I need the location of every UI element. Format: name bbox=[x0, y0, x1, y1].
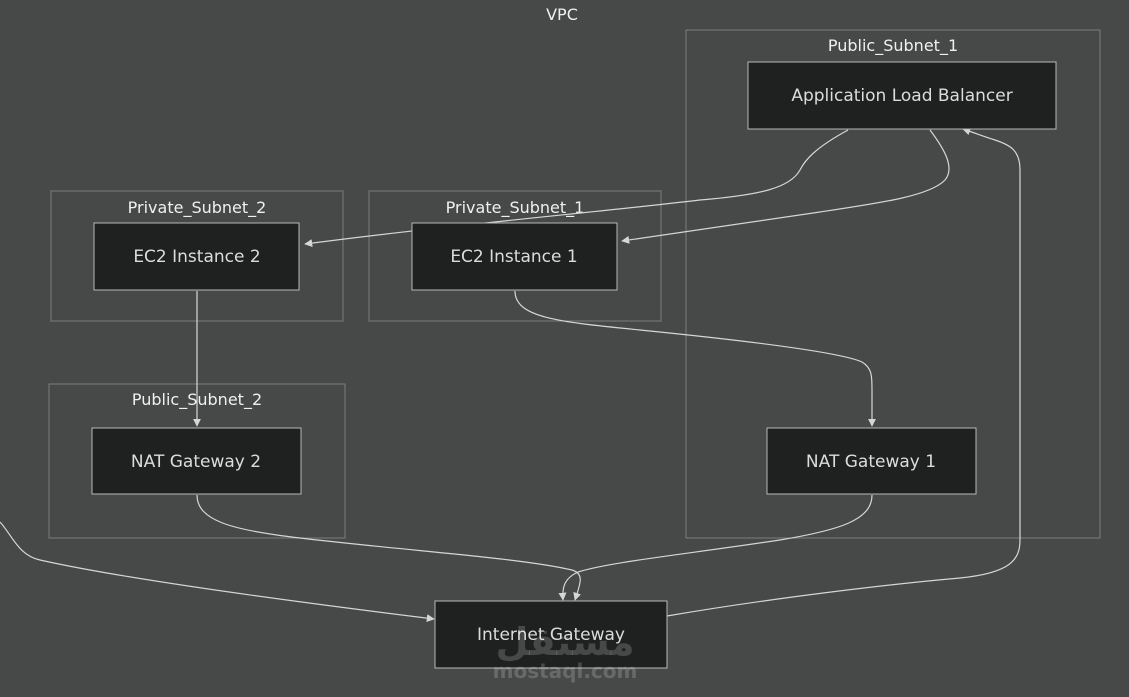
node-internet-gateway[interactable]: Internet Gateway bbox=[434, 600, 668, 669]
edge-ec2-1-to-nat-1 bbox=[514, 290, 876, 427]
cluster-public-subnet-1: Public_Subnet_1 bbox=[685, 29, 1101, 539]
node-label-ec2-2: EC2 Instance 2 bbox=[133, 247, 260, 267]
node-label-nat-1: NAT Gateway 1 bbox=[806, 452, 936, 472]
edge-nat-1-to-igw bbox=[558, 494, 873, 601]
edge-external-to-igw bbox=[0, 521, 435, 623]
watermark-arabic: مستقل bbox=[496, 620, 635, 664]
watermark-latin: mostaql.com bbox=[493, 659, 638, 683]
node-label-ec2-1: EC2 Instance 1 bbox=[450, 247, 577, 267]
node-nat-gateway-2[interactable]: NAT Gateway 2 bbox=[91, 427, 302, 495]
cluster-label-private-subnet-2: Private_Subnet_2 bbox=[128, 198, 267, 218]
cluster-label-private-subnet-1: Private_Subnet_1 bbox=[446, 198, 585, 218]
edge-nat-2-to-igw bbox=[196, 494, 581, 601]
cluster-private-subnet-1: Private_Subnet_1 bbox=[368, 190, 662, 322]
watermark: مستقل mostaql.com bbox=[493, 620, 638, 683]
node-application-load-balancer[interactable]: Application Load Balancer bbox=[747, 61, 1057, 130]
node-label-nat-2: NAT Gateway 2 bbox=[131, 452, 261, 472]
edge-alb-to-ec2-1 bbox=[621, 129, 950, 244]
node-nat-gateway-1[interactable]: NAT Gateway 1 bbox=[766, 427, 977, 495]
edge-igw-to-alb bbox=[666, 127, 1021, 617]
vpc-title: VPC bbox=[546, 5, 578, 24]
node-ec2-instance-2[interactable]: EC2 Instance 2 bbox=[93, 222, 300, 291]
node-label-igw: Internet Gateway bbox=[477, 625, 625, 645]
cluster-label-public-subnet-1: Public_Subnet_1 bbox=[828, 36, 958, 56]
node-ec2-instance-1[interactable]: EC2 Instance 1 bbox=[411, 222, 618, 291]
node-label-alb: Application Load Balancer bbox=[791, 86, 1012, 106]
